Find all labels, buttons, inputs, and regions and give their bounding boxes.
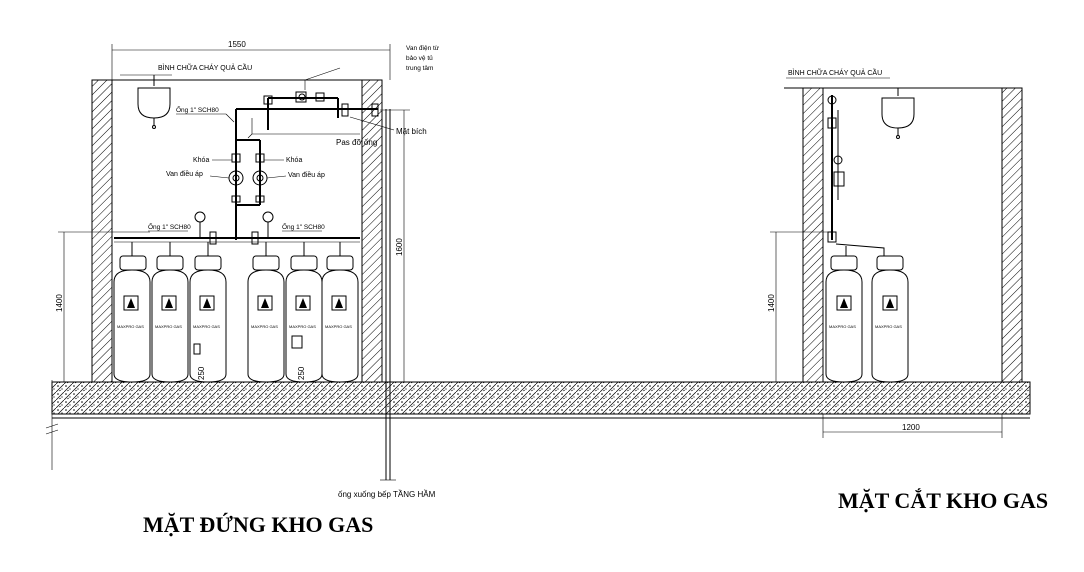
section-dimension-left: 1400 [767,231,832,382]
top-manifold: Van điện từ bảo vệ tủ trung tâm Ống 1" S… [176,45,440,240]
gas-cylinder: MAXPRO GAS [113,242,151,383]
dim-base-2: 250 [297,366,306,380]
cylinder-label: MAXPRO GAS [155,324,182,329]
gas-cylinder: MAXPRO GAS [247,242,285,383]
gas-cylinder: MAXPRO GAS [825,255,863,383]
ground-cut-mark [45,380,59,470]
cylinder-label: MAXPRO GAS [117,324,144,329]
elevation-title: MẶT ĐỨNG KHO GAS [143,512,373,537]
elev-valve-label-3: trung tâm [406,65,433,72]
ground-slab [51,381,1031,415]
dim-base-1: 250 [197,366,206,380]
gas-cylinder: MAXPRO GAS [871,255,909,383]
gas-cylinder: MAXPRO GAS [285,242,323,383]
cylinder-label: MAXPRO GAS [193,324,220,329]
elev-lock-left-label: Khóa [193,157,209,164]
elev-down-pipe-label: ống xuống bếp TẦNG HẦM [338,489,436,499]
cylinder-label: MAXPRO GAS [251,324,278,329]
elev-pipe-left-label: Ống 1" SCH80 [148,221,191,231]
wall-left [91,79,113,383]
dim-right-label: 1600 [395,238,404,256]
elev-pipe-support-label: Pas đỡ ống [336,138,377,147]
section-view: BÌNH CHỮA CHÁY QUẢ CẦU 1400 MAXPRO [767,67,1048,513]
elev-valve-label-2: bảo vệ tủ [406,54,433,62]
dimension-right: 1600 [380,109,410,382]
sect-extinguisher-label: BÌNH CHỮA CHÁY QUẢ CẦU [788,67,882,77]
fire-extinguisher-ball: BÌNH CHỮA CHÁY QUẢ CẦU [120,62,252,129]
cylinder-label: MAXPRO GAS [325,324,352,329]
elev-regulator-left-label: Van điều áp [166,169,203,178]
section-riser [827,95,885,256]
header-pipe: Ống 1" SCH80 Ống 1" SCH80 [114,211,360,245]
gas-cylinder: MAXPRO GAS [189,242,227,383]
cylinder-label: MAXPRO GAS [829,324,856,329]
dimension-top: 1550 [111,40,391,80]
section-dimension-bottom: 1200 [822,414,1003,438]
section-wall-left [802,87,824,383]
elevation-view: 1550 1400 1600 BÌNH CHỮA CHÁY QUẢ CẦU [45,40,1031,537]
elev-pipe-top-label: Ống 1" SCH80 [176,104,219,114]
section-fire-extinguisher-ball: BÌNH CHỮA CHÁY QUẢ CẦU [786,67,915,139]
gas-cylinder: MAXPRO GAS [151,242,189,383]
elev-regulator-right-label: Van điều áp [288,170,325,179]
cylinder-group-right: MAXPRO GAS MAXPRO GAS MAXPRO GAS [247,242,359,383]
gas-cylinder: MAXPRO GAS [321,242,359,383]
section-title: MẶT CẮT KHO GAS [838,488,1048,513]
cylinder-group-left: MAXPRO GAS MAXPRO GAS MAXPRO GAS [113,242,227,383]
sect-dim-left: 1400 [767,294,776,312]
elev-extinguisher-label: BÌNH CHỮA CHÁY QUẢ CẦU [158,62,252,72]
elev-flange-label: Mặt bích [396,127,427,136]
elev-lock-right-label: Khóa [286,157,302,164]
section-wall-right [1001,87,1023,383]
down-pipe: ống xuống bếp TẦNG HẦM [338,109,436,499]
elev-valve-label-1: Van điện từ [406,45,440,52]
cylinder-label: MAXPRO GAS [289,324,316,329]
dim-left-label: 1400 [55,294,64,312]
dim-top-label: 1550 [228,40,246,49]
elev-pipe-right-label: Ống 1" SCH80 [282,221,325,231]
regulator-assembly: Khóa Khóa Van điều áp Van điều áp [166,139,325,206]
cylinder-label: MAXPRO GAS [875,324,902,329]
sect-dim-bottom: 1200 [902,423,920,432]
dimension-left: 1400 [55,231,150,382]
